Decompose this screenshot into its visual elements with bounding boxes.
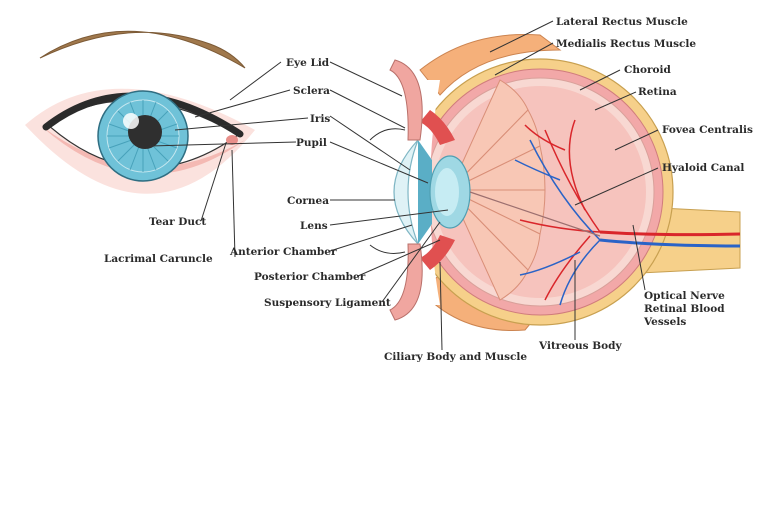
eyebrow — [39, 30, 246, 69]
label-posterior-chamber: Posterior Chamber — [254, 271, 366, 283]
label-iris: Iris — [310, 113, 330, 125]
iris-section — [418, 140, 432, 244]
eye-cross-section — [369, 33, 741, 331]
label-anterior-chamber: Anterior Chamber — [229, 246, 337, 258]
leader-lines — [149, 20, 659, 351]
ciliary-muscle-bottom — [420, 235, 455, 270]
ciliary-muscle-top — [420, 110, 455, 145]
artery-main — [599, 230, 741, 237]
vein-main — [599, 238, 741, 248]
label-eye-lid: Eye Lid — [286, 57, 330, 69]
external-eye — [25, 30, 255, 194]
label-cornea: Cornea — [287, 195, 329, 207]
label-lens: Lens — [300, 220, 328, 232]
upper-eyelid-section — [389, 59, 423, 141]
label-medialis-rectus: Medialis Rectus Muscle — [556, 38, 696, 50]
label-optical-nerve-1: Optical Nerve — [644, 290, 725, 302]
label-retina: Retina — [638, 86, 677, 98]
lateral-rectus-muscle — [419, 33, 562, 96]
label-optical-nerve-3: Vessels — [643, 316, 686, 328]
label-hyaloid: Hyaloid Canal — [662, 162, 744, 174]
hyaloid-canal — [469, 191, 601, 237]
labels: Eye Lid Sclera Iris Pupil Tear Duct Lacr… — [104, 16, 753, 363]
label-choroid: Choroid — [624, 64, 672, 76]
label-optical-nerve-2: Retinal Blood — [644, 303, 725, 315]
label-lateral-rectus: Lateral Rectus Muscle — [556, 16, 688, 28]
lower-lid — [40, 125, 245, 175]
caruncle — [226, 135, 238, 145]
label-fovea: Fovea Centralis — [662, 124, 753, 136]
label-sclera: Sclera — [293, 85, 330, 97]
label-tear-duct: Tear Duct — [149, 216, 206, 228]
retinal-veins — [514, 139, 601, 306]
label-suspensory-ligament: Suspensory Ligament — [264, 297, 391, 309]
label-pupil: Pupil — [296, 137, 327, 149]
label-lacrimal-caruncle: Lacrimal Caruncle — [104, 253, 213, 265]
lower-eyelid-section — [389, 243, 423, 321]
label-vitreous: Vitreous Body — [538, 340, 622, 352]
label-ciliary-body: Ciliary Body and Muscle — [384, 351, 527, 363]
ciliary-fan — [449, 79, 546, 301]
